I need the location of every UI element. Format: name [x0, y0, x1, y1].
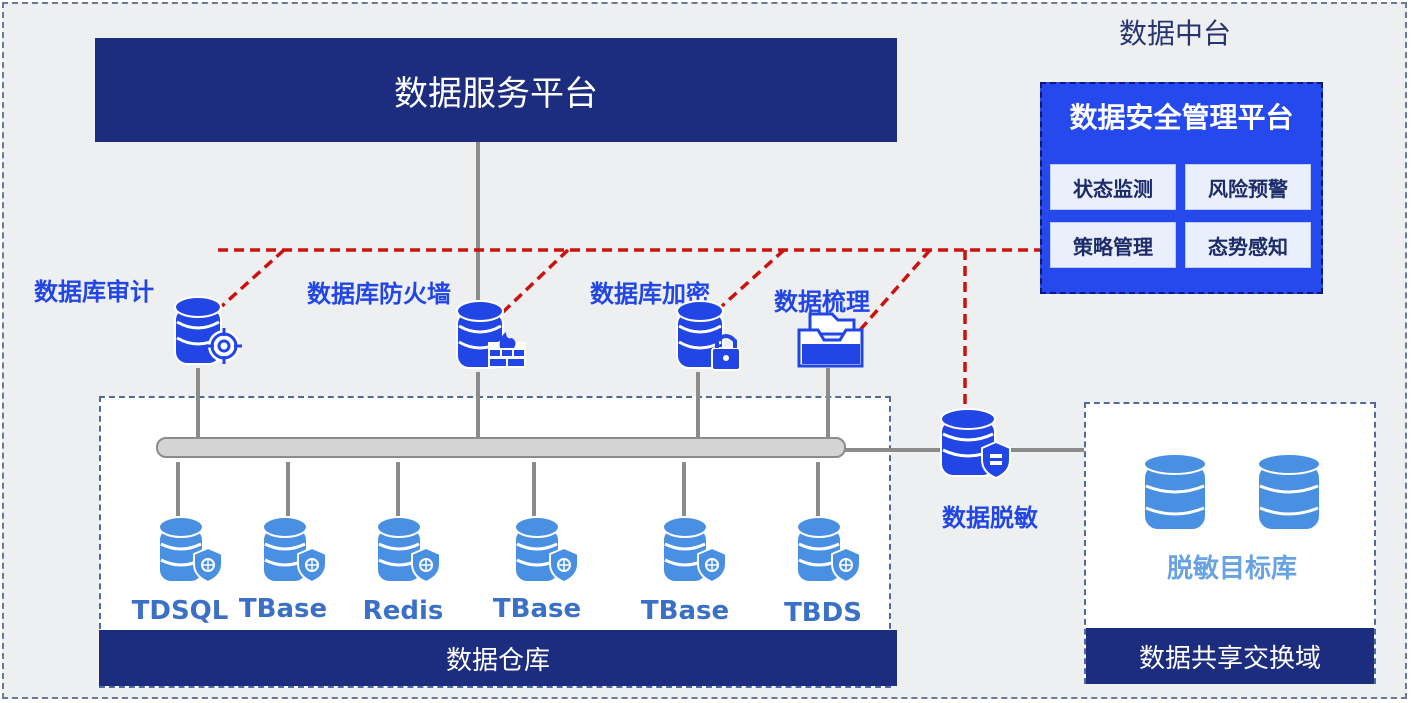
db-label-redis: Redis [362, 596, 444, 626]
tbase-database-icon-3 [662, 516, 727, 584]
data-middle-platform-title: 数据中台 [1118, 17, 1231, 50]
db-label-tdsql: TDSQL [131, 596, 229, 626]
tbds-database-icon [796, 516, 861, 584]
policy-management-item: 策略管理 [1050, 222, 1176, 268]
tbase-database-icon-1 [262, 516, 327, 584]
exchange-domain-bar: 数据共享交换域 [1086, 628, 1374, 684]
database-audit-icon [174, 296, 242, 365]
data-bus-pipe [156, 437, 846, 458]
database-firewall-icon [456, 300, 526, 369]
risk-warning-item: 风险预警 [1185, 164, 1311, 210]
db-label-tbase-2: TBase [492, 594, 582, 624]
masked-target-db-label: 脱敏目标库 [1166, 554, 1297, 584]
db-label-tbds: TBDS [784, 598, 862, 628]
status-monitoring-item: 状态监测 [1050, 164, 1176, 210]
situational-awareness-item: 态势感知 [1185, 222, 1311, 268]
data-warehouse-bar: 数据仓库 [99, 630, 897, 686]
tdsql-database-icon [158, 516, 223, 584]
data-discovery-label: 数据梳理 [774, 288, 870, 316]
redis-database-icon [376, 516, 441, 584]
db-firewall-label: 数据库防火墙 [307, 280, 451, 308]
security-platform-title: 数据安全管理平台 [1069, 101, 1294, 134]
data-masking-icon [940, 408, 1011, 480]
target-database-icon-2 [1257, 453, 1321, 531]
security-control-lines [218, 248, 1040, 410]
db-label-tbase-3: TBase [640, 596, 730, 626]
data-discovery-icon [797, 312, 864, 368]
db-label-tbase-1: TBase [238, 594, 328, 624]
data-masking-label: 数据脱敏 [942, 504, 1038, 532]
tbase-database-icon-2 [514, 516, 579, 584]
target-database-icon-1 [1143, 453, 1207, 531]
db-audit-label: 数据库审计 [34, 278, 154, 306]
data-service-platform: 数据服务平台 [95, 38, 897, 142]
database-encryption-icon [676, 300, 741, 371]
